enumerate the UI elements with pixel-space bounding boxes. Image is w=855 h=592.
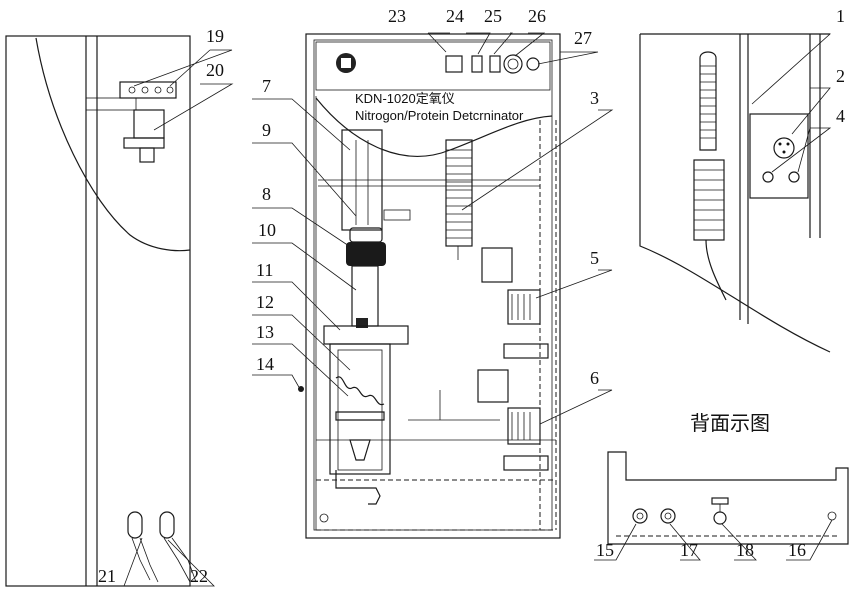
label-2: 2 xyxy=(836,66,845,86)
label-9: 9 xyxy=(262,120,271,140)
label-4: 4 xyxy=(836,106,845,126)
rear-view-caption: 背面示图 xyxy=(690,411,770,435)
label-24: 24 xyxy=(446,6,464,26)
label-27: 27 xyxy=(574,28,592,48)
label-11: 11 xyxy=(256,260,273,280)
control-knob-26 xyxy=(503,54,523,74)
label-21: 21 xyxy=(98,566,116,586)
label-10: 10 xyxy=(258,220,276,240)
rear-valve-18 xyxy=(713,511,727,525)
label-23: 23 xyxy=(388,6,406,26)
model-name-cn: KDN-1020定氧仪 xyxy=(355,91,455,106)
label-20: 20 xyxy=(206,60,224,80)
indicator-lamp-27 xyxy=(526,57,540,71)
label-6: 6 xyxy=(590,368,599,388)
label-26: 26 xyxy=(528,6,546,26)
label-25: 25 xyxy=(484,6,502,26)
label-7: 7 xyxy=(262,76,271,96)
rear-port-17 xyxy=(660,508,676,524)
rear-view-panel: 背面示图 xyxy=(607,411,849,545)
label-17: 17 xyxy=(680,540,698,560)
rear-port-16 xyxy=(827,511,837,521)
control-switch-24 xyxy=(471,55,483,73)
label-22: 22 xyxy=(190,566,208,586)
label-13: 13 xyxy=(256,322,274,342)
control-switch-23 xyxy=(445,55,463,73)
label-5: 5 xyxy=(590,248,599,268)
label-3: 3 xyxy=(590,88,599,108)
label-18: 18 xyxy=(736,540,754,560)
label-14: 14 xyxy=(256,354,274,374)
side-view-panel xyxy=(5,35,197,587)
model-name-en: Nitrogon/Protein Detcrninator xyxy=(355,108,524,123)
callout-numbers: 23 24 25 26 27 7 9 8 10 11 12 13 14 3 5 … xyxy=(98,6,845,586)
callout-leaders xyxy=(98,32,833,587)
label-1: 1 xyxy=(836,6,845,26)
label-16: 16 xyxy=(788,540,806,560)
rear-port-15 xyxy=(632,508,648,524)
rear-detail-panel xyxy=(639,33,831,353)
label-12: 12 xyxy=(256,292,274,312)
label-15: 15 xyxy=(596,540,614,560)
control-switch-25 xyxy=(489,55,501,73)
main-cabinet: KDN-1020定氧仪 Nitrogon/Protein Detcrninato… xyxy=(298,33,561,539)
label-19: 19 xyxy=(206,26,224,46)
label-8: 8 xyxy=(262,184,271,204)
